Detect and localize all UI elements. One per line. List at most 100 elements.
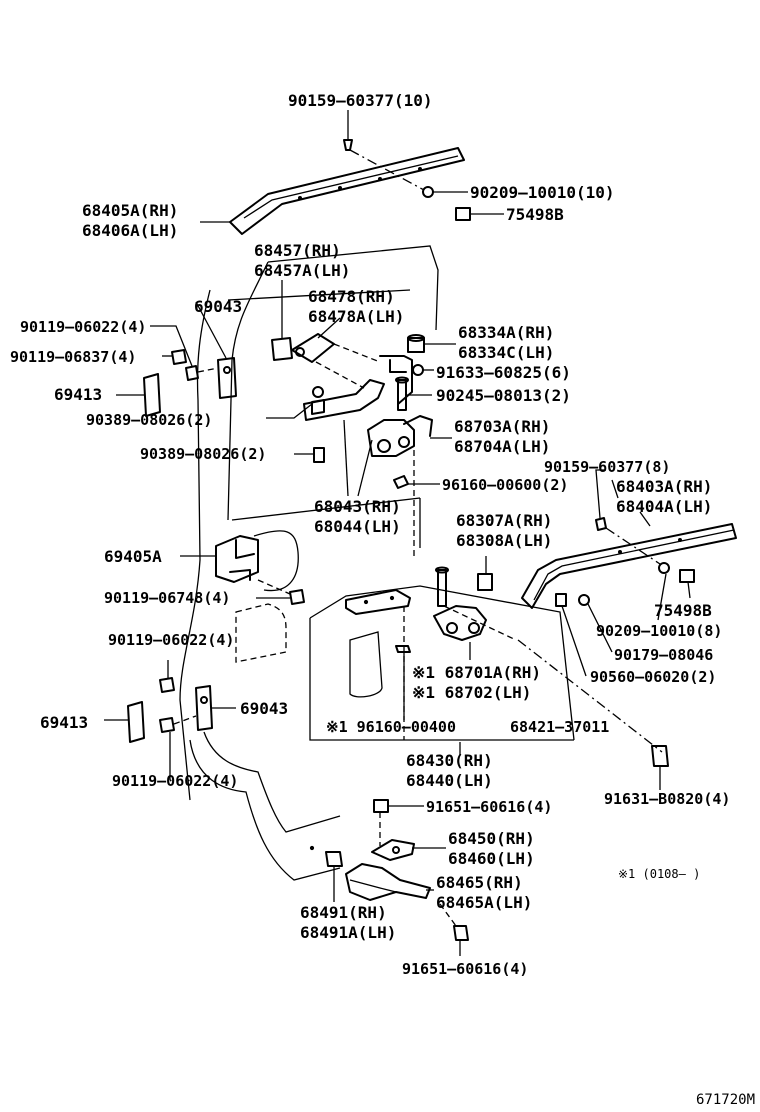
bracket-68450 — [371, 839, 446, 861]
label-68307a: 68307A(RH) — [456, 511, 552, 530]
guide-69405a — [180, 530, 299, 592]
label-96160-00600: 96160–00600(2) — [442, 476, 568, 494]
label-68440: 68440(LH) — [406, 771, 493, 790]
center-rail-right — [521, 523, 737, 609]
label-68704a: 68704A(LH) — [454, 437, 550, 456]
screws-90119-top — [150, 325, 219, 381]
pin-90245 — [395, 376, 432, 411]
label-90389-08026-b: 90389–08026(2) — [140, 445, 266, 463]
label-90245-08013: 90245–08013(2) — [436, 386, 571, 405]
bolt-91651-b — [439, 903, 469, 956]
clip-top — [455, 207, 504, 221]
bracket-69043-bottom — [195, 685, 236, 731]
label-90119-06748: 90119–06748(4) — [104, 589, 230, 607]
label-68430: 68430(RH) — [406, 751, 493, 770]
label-68406a: 68406A(LH) — [82, 221, 178, 240]
footnote: ※1 (0108– ) — [618, 867, 700, 881]
label-69405a: 69405A — [104, 547, 162, 566]
cushion-68307 — [477, 556, 493, 591]
roller-assy-68703 — [367, 415, 452, 457]
washer-90389-a — [266, 399, 325, 419]
spacer-90560 — [555, 593, 587, 677]
label-68703a: 68703A(RH) — [454, 417, 550, 436]
upper-rail-left — [229, 147, 465, 235]
label-68457a: 68457A(LH) — [254, 261, 350, 280]
washer-90389-b — [294, 447, 325, 463]
label-68491a: 68491A(LH) — [300, 923, 396, 942]
bolt-91633 — [412, 364, 434, 376]
label-90119-06022-top: 90119–06022(4) — [20, 318, 146, 336]
arm-68043 — [343, 419, 373, 497]
bolt-91631 — [651, 745, 669, 790]
dashed-panel-outline — [235, 603, 287, 663]
nut-center-rail — [657, 562, 670, 621]
label-69043-bottom: 69043 — [240, 699, 288, 718]
bolt-91651-a — [373, 799, 424, 846]
label-90209-10010-10: 90209–10010(10) — [470, 183, 615, 202]
label-68403a: 68403A(RH) — [616, 477, 712, 496]
label-68043: 68043(RH) — [314, 497, 401, 516]
label-68701a: ※1 68701A(RH) — [412, 663, 541, 682]
label-90389-08026-a: 90389–08026(2) — [86, 411, 212, 429]
lower-panel-68430 — [309, 585, 575, 741]
label-68457: 68457(RH) — [254, 241, 341, 260]
lower-door-edge — [189, 731, 341, 881]
label-68334c: 68334C(LH) — [458, 343, 554, 362]
label-69043-top: 69043 — [194, 297, 242, 316]
label-90179-08046: 90179–08046 — [614, 646, 713, 664]
label-90209-10010-8: 90209–10010(8) — [596, 622, 722, 640]
screw-center-rail — [595, 469, 661, 565]
label-68450: 68450(RH) — [448, 829, 535, 848]
cushion-68334 — [407, 334, 456, 353]
bracket-68465 — [345, 863, 434, 901]
screws-90119-mid — [159, 660, 175, 693]
door-panel-outline — [179, 245, 439, 801]
label-68334a: 68334A(RH) — [458, 323, 554, 342]
bracket-68457 — [271, 280, 293, 361]
label-68044: 68044(LH) — [314, 517, 401, 536]
bracket-69043-top — [195, 301, 237, 399]
plate-69413-bottom — [104, 701, 145, 743]
label-90119-06022-bottom: 90119–06022(4) — [112, 772, 238, 790]
roller-assy-68701 — [433, 605, 487, 660]
label-68465: 68465(RH) — [436, 873, 523, 892]
label-75498b-right: 75498B — [654, 601, 712, 620]
clip-96160-00400 — [395, 645, 411, 720]
drawing-number: 671720M — [696, 1092, 755, 1108]
upper-roller-arm — [303, 355, 413, 421]
label-68405a: 68405A(RH) — [82, 201, 178, 220]
label-90159-60377-10: 90159–60377(10) — [288, 91, 433, 110]
nut-top — [422, 186, 468, 198]
label-68478: 68478(RH) — [308, 287, 395, 306]
label-69413-bottom: 69413 — [40, 713, 88, 732]
label-91633-60825: 91633–60825(6) — [436, 363, 571, 382]
clip-96160-00600 — [393, 475, 440, 489]
label-68465a: 68465A(LH) — [436, 893, 532, 912]
screws-90119-06748 — [256, 579, 305, 605]
washer-90179 — [578, 594, 613, 653]
label-96160-00400: ※1 96160–00400 — [326, 718, 456, 736]
clip-75498b-right — [679, 569, 695, 599]
label-68478a: 68478A(LH) — [308, 307, 404, 326]
plate-68491 — [325, 851, 343, 902]
label-91651-60616-a: 91651–60616(4) — [426, 798, 552, 816]
label-90560-06020: 90560–06020(2) — [590, 668, 716, 686]
label-68702: ※1 68702(LH) — [412, 683, 531, 702]
label-91651-60616-b: 91651–60616(4) — [402, 960, 528, 978]
plate-69413-top — [116, 373, 161, 417]
label-68421-37011: 68421–37011 — [510, 718, 609, 736]
label-68308a: 68308A(LH) — [456, 531, 552, 550]
screw-top — [343, 110, 425, 191]
pin-center — [435, 566, 449, 607]
label-75498b-top: 75498B — [506, 205, 564, 224]
label-90159-60377-8: 90159–60377(8) — [544, 458, 670, 476]
label-91631-b0820: 91631–B0820(4) — [604, 790, 730, 808]
label-68404a: 68404A(LH) — [616, 497, 712, 516]
label-69413-top: 69413 — [54, 385, 102, 404]
label-68460: 68460(LH) — [448, 849, 535, 868]
roller-bracket-68478 — [291, 317, 381, 389]
label-90119-06837: 90119–06837(4) — [10, 348, 136, 366]
label-68491: 68491(RH) — [300, 903, 387, 922]
screws-90119-bottom — [159, 715, 197, 780]
